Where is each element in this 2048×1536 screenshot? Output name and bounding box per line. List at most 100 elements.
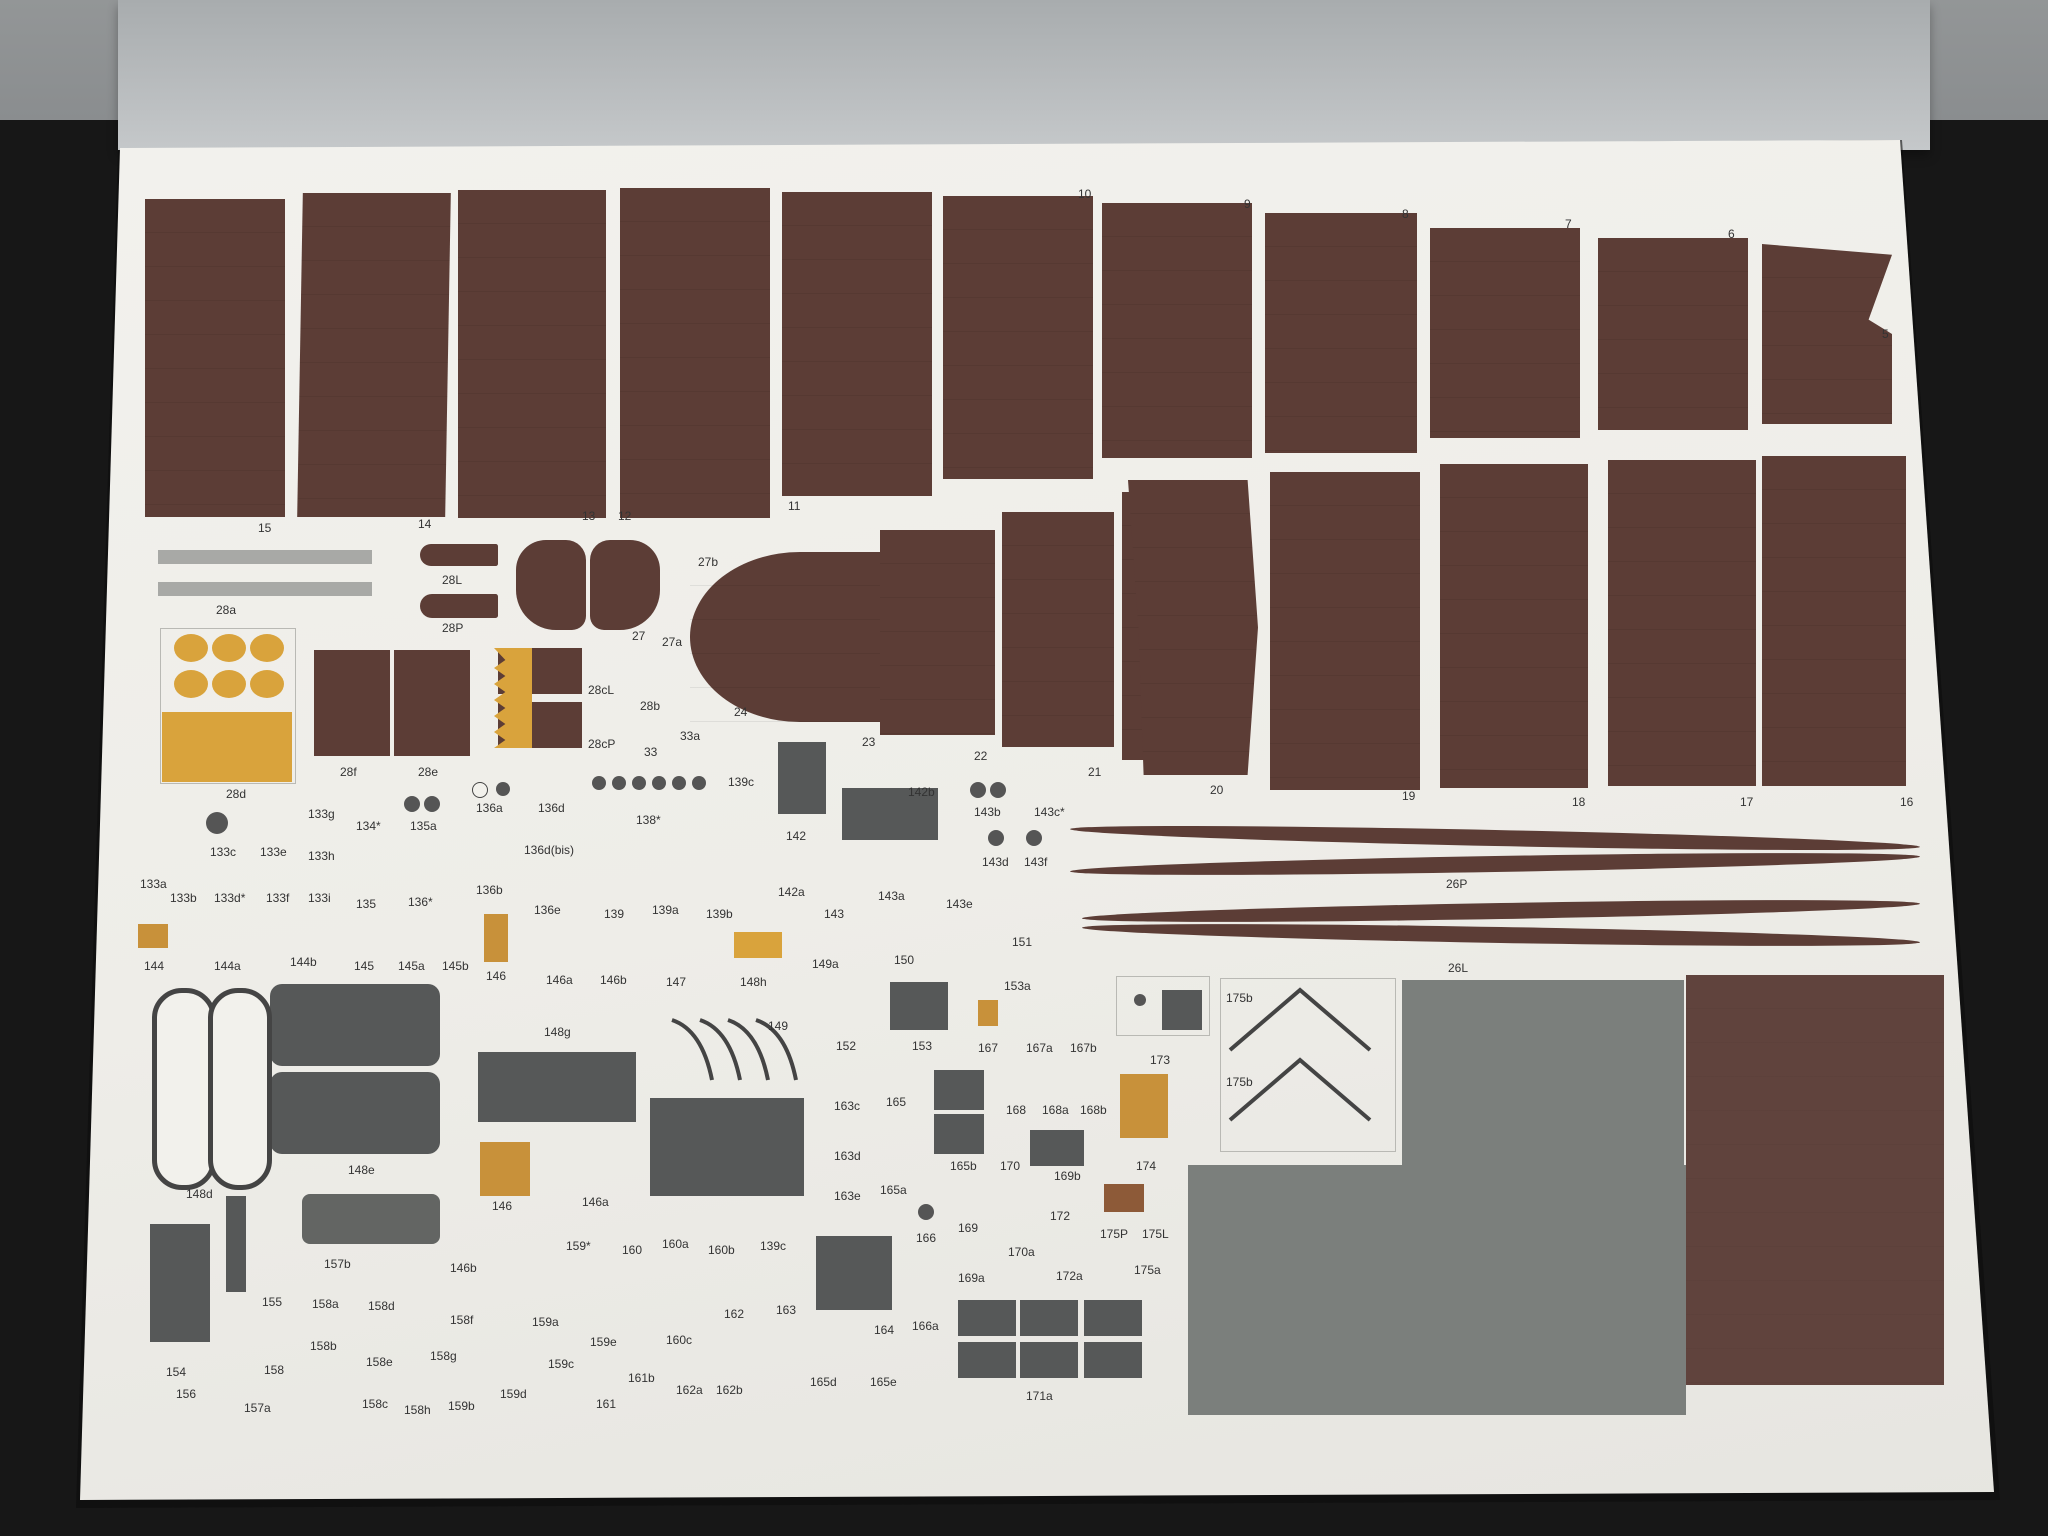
label-163c: 163c <box>834 1099 861 1113</box>
label-159a: 159a <box>532 1315 559 1329</box>
hull-plate-13 <box>458 190 606 518</box>
part-165b-2 <box>934 1114 984 1154</box>
label-135: 135 <box>356 897 377 911</box>
label-158f: 158f <box>450 1313 474 1327</box>
label-148d: 148d <box>186 1187 213 1201</box>
label-158a: 158a <box>312 1297 339 1311</box>
part-28d-block <box>162 712 292 782</box>
label-139: 139 <box>604 907 625 921</box>
label-145a: 145a <box>398 959 425 973</box>
part-164 <box>816 1236 892 1310</box>
deck-panel-grey-lower <box>1188 1165 1686 1415</box>
label-17: 17 <box>1740 795 1754 809</box>
label-133e: 133e <box>260 845 287 859</box>
label-27: 27 <box>632 629 646 643</box>
label-163d: 163d <box>834 1149 861 1163</box>
part-138-dot-3 <box>632 776 646 790</box>
label-158b: 158b <box>310 1339 337 1353</box>
label-160a: 160a <box>662 1237 689 1251</box>
part-175-ochre <box>1104 1184 1144 1212</box>
part-143b-dot-1 <box>970 782 986 798</box>
label-133d: 133d* <box>214 891 246 905</box>
label-163: 163 <box>776 1303 797 1317</box>
label-172a: 172a <box>1056 1269 1083 1283</box>
part-28d-disc-6 <box>250 670 284 698</box>
part-171a-3 <box>1084 1300 1142 1336</box>
part-166-dot <box>918 1204 934 1220</box>
label-135a: 135a <box>410 819 437 833</box>
label-139a: 139a <box>652 903 679 917</box>
label-159e: 159e <box>590 1335 617 1349</box>
label-146-lower: 146 <box>492 1199 513 1213</box>
anchor-icon <box>1134 994 1146 1006</box>
label-133g: 133g <box>308 807 335 821</box>
label-16: 16 <box>1900 795 1914 809</box>
label-13: 13 <box>582 509 596 523</box>
label-175P: 175P <box>1100 1227 1129 1241</box>
label-167b: 167b <box>1070 1041 1097 1055</box>
part-28d-disc-1 <box>174 634 208 662</box>
hull-plate-24-bow <box>690 552 890 722</box>
label-148g: 148g <box>544 1025 571 1039</box>
label-158d: 158d <box>368 1299 395 1313</box>
label-28a: 28a <box>216 603 237 617</box>
part-143d-dot <box>988 830 1004 846</box>
part-148g-block <box>478 1052 636 1122</box>
label-133a: 133a <box>140 877 167 891</box>
label-23: 23 <box>862 735 876 749</box>
hull-plate-20 <box>1128 480 1258 775</box>
label-167: 167 <box>978 1041 999 1055</box>
part-167-ochre <box>978 1000 998 1026</box>
back-cover-sheet <box>118 0 1930 150</box>
label-165b: 165b <box>950 1159 977 1173</box>
label-9: 9 <box>1244 197 1251 211</box>
label-170: 170 <box>1000 1159 1021 1173</box>
part-171a-5 <box>1020 1342 1078 1378</box>
label-28cL: 28cL <box>588 683 615 697</box>
part-148e-bottom <box>270 1072 440 1154</box>
deck-part-frame-175b <box>1220 978 1396 1152</box>
label-143c: 143c* <box>1034 805 1065 819</box>
label-27b: 27b <box>698 555 719 569</box>
part-138-dot-6 <box>692 776 706 790</box>
hull-plate-17 <box>1608 460 1756 786</box>
label-150: 150 <box>894 953 915 967</box>
label-151: 151 <box>1012 935 1033 949</box>
part-28d-disc-5 <box>212 670 246 698</box>
label-143d: 143d <box>982 855 1009 869</box>
label-10: 10 <box>1078 187 1092 201</box>
label-168a: 168a <box>1042 1103 1069 1117</box>
label-20: 20 <box>1210 783 1224 797</box>
label-28L: 28L <box>442 573 463 587</box>
label-154: 154 <box>166 1365 187 1379</box>
label-175b-2: 175b <box>1226 1075 1253 1089</box>
label-12: 12 <box>618 509 632 523</box>
part-143f-dot <box>1026 830 1042 846</box>
label-136e: 136e <box>534 903 561 917</box>
hull-plate-22 <box>1002 512 1114 747</box>
hull-plate-23 <box>880 530 995 735</box>
label-158h: 158h <box>404 1403 431 1417</box>
label-18: 18 <box>1572 795 1586 809</box>
part-173-block <box>1162 990 1202 1030</box>
label-136d: 136d <box>538 801 565 815</box>
label-169: 169 <box>958 1221 979 1235</box>
part-133c-dot <box>206 812 228 834</box>
label-171a: 171a <box>1026 1389 1053 1403</box>
hull-plate-7 <box>1430 228 1580 438</box>
label-136dbis: 136d(bis) <box>524 843 575 857</box>
label-153: 153 <box>912 1039 933 1053</box>
part-157b <box>302 1194 440 1244</box>
deck-panel-grey-upper <box>1402 980 1684 1166</box>
deck-panel-brown <box>1686 975 1944 1385</box>
label-143b: 143b <box>974 805 1001 819</box>
label-143f: 143f <box>1024 855 1048 869</box>
label-7: 7 <box>1565 217 1572 231</box>
part-171a-6 <box>1084 1342 1142 1378</box>
label-168: 168 <box>1006 1103 1027 1117</box>
label-169b: 169b <box>1054 1169 1081 1183</box>
label-160b: 160b <box>708 1243 735 1257</box>
label-145: 145 <box>354 959 375 973</box>
part-174-ochre <box>1120 1074 1168 1138</box>
